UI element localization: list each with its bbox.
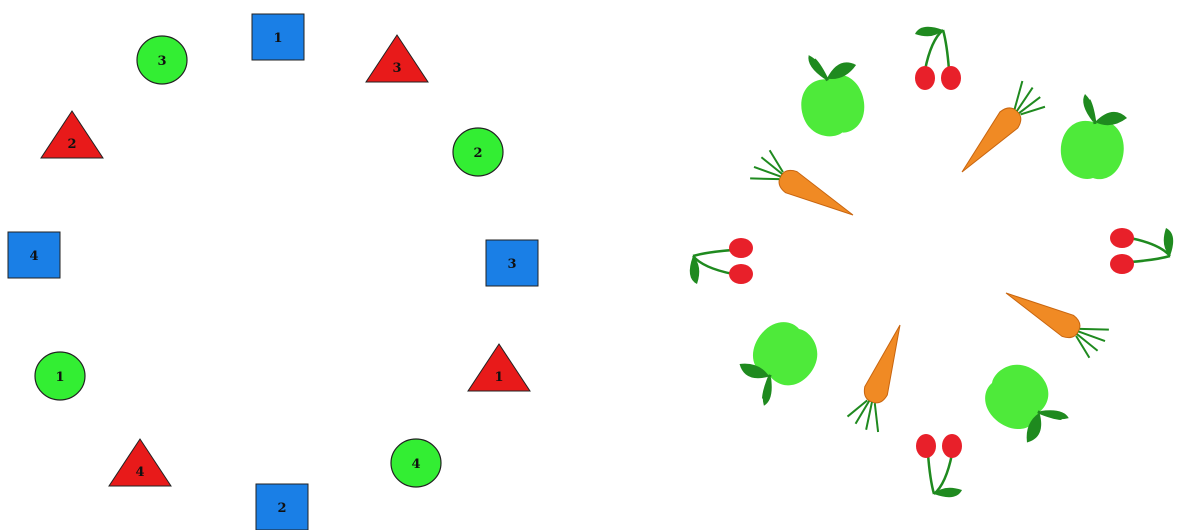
circle-shape-3: 3: [137, 36, 187, 84]
shape-number-label: 4: [135, 465, 144, 480]
apple-icon: [974, 355, 1081, 455]
shape-number-label: 1: [273, 31, 282, 46]
cherries-icon: [915, 27, 961, 90]
circle-shape-4: 4: [391, 439, 441, 487]
cherries-icon: [1110, 228, 1173, 274]
shape-number-label: 1: [494, 370, 503, 385]
carrot-icon: [845, 319, 915, 434]
carrot-icon: [748, 147, 861, 229]
shape-number-label: 2: [277, 501, 286, 516]
shape-number-label: 3: [507, 257, 516, 272]
cherries-icon: [690, 238, 753, 284]
shape-number-label: 2: [67, 137, 76, 152]
triangle-shape-1: 1: [468, 344, 530, 391]
apple-icon: [728, 311, 828, 418]
produce-circle: [690, 27, 1173, 497]
square-shape-1: 1: [252, 14, 304, 60]
apple-icon: [1061, 94, 1127, 179]
apple-icon: [786, 42, 875, 143]
shape-number-label: 3: [392, 61, 401, 76]
shape-number-label: 4: [29, 249, 38, 264]
triangle-shape-2: 2: [41, 111, 103, 158]
shape-number-label: 3: [157, 54, 166, 69]
circle-shape-1: 1: [35, 352, 85, 400]
shape-number-label: 1: [55, 370, 64, 385]
cherries-icon: [916, 434, 962, 497]
circle-shape-2: 2: [453, 128, 503, 176]
square-shape-2: 2: [256, 484, 308, 530]
square-shape-4: 4: [8, 232, 60, 278]
square-shape-3: 3: [486, 240, 538, 286]
triangle-shape-4: 4: [109, 439, 171, 486]
carrot-icon: [998, 279, 1111, 361]
triangle-shape-3: 3: [366, 35, 428, 82]
shapes-circle: 1 3 2 3 1 4 2 4 1 4 2 3: [8, 14, 538, 530]
carrot-icon: [950, 80, 1049, 184]
shape-number-label: 4: [411, 457, 420, 472]
shape-number-label: 2: [473, 146, 482, 161]
